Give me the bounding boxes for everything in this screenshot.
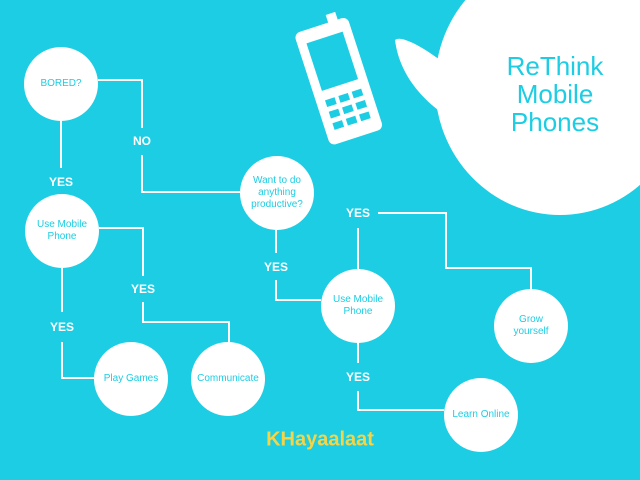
title-line: Mobile [516,79,594,109]
edge-label-yes: YES [345,206,371,220]
edge-label-yes: YES [263,260,289,274]
node-use-phone-2: Use Mobile Phone [321,269,395,343]
edge-label-yes: YES [48,175,74,189]
edge-label-no: NO [133,134,151,148]
edge-label-yes: YES [49,320,75,334]
speech-bubble [395,0,640,215]
brand-name: KHayaalaat [266,428,374,451]
edge-label-yes: YES [345,370,371,384]
phone-icon [295,11,383,145]
node-use-phone-1: Use Mobile Phone [25,194,99,268]
node-learn-online: Learn Online [444,378,518,452]
page-title: ReThink Mobile Phones [470,52,640,136]
title-line: ReThink [506,51,604,81]
node-productive: Want to do anything productive? [240,156,314,230]
node-play-games: Play Games [94,342,168,416]
title-line: Phones [510,107,600,137]
node-grow: Grow yourself [494,289,568,363]
node-bored: BORED? [24,47,98,121]
edge-label-yes: YES [130,282,156,296]
node-communicate: Communicate [191,342,265,416]
